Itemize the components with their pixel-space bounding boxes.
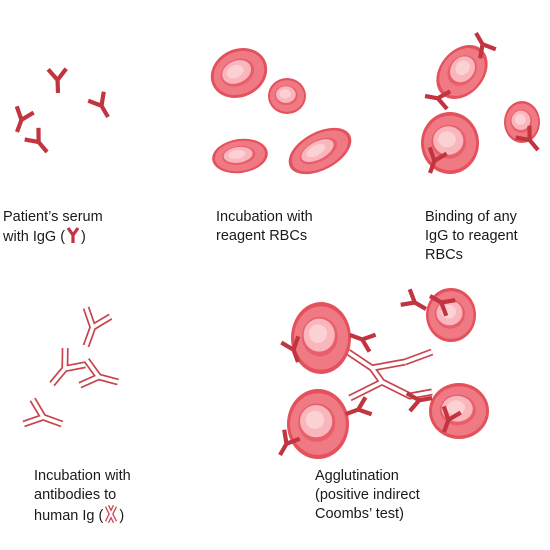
bound-rbc-2 [421,112,479,174]
reagent-rbc-4 [288,127,352,175]
igg-antibody-icon [66,227,80,243]
agg-rbc-4 [429,383,489,439]
caption-agglutination-line-3: Coombs’ test) [315,506,404,522]
reagent-rbc-2 [268,78,306,114]
caption-anti-human: Incubation with antibodies to human Ig (… [34,467,131,526]
bound-rbc-1 [436,45,488,99]
serum-igg-2 [14,105,35,133]
caption-binding-line-1: Binding of any [425,209,517,225]
anti-human-ig-antibody-icon [105,505,118,523]
anti-ig-2 [49,348,86,387]
agg-igg-6 [405,391,433,413]
bound-igg-4 [515,125,540,152]
agg-igg-5 [278,429,301,457]
caption-serum-line-2-text: with IgG ( [3,229,66,245]
caption-anti-human-line-3-text: human Ig ( [34,508,104,524]
caption-serum: Patient’s serum with IgG () [3,208,103,247]
anti-ig-3 [78,358,119,389]
caption-binding-line-2: IgG to reagent [425,228,518,244]
caption-agglutination-line-2: (positive indirect [315,487,420,503]
agglutination-crosslink [346,348,434,402]
caption-incubation-rbcs-line-2: reagent RBCs [216,228,308,244]
caption-anti-human-line-1: Incubation with [34,468,131,484]
agg-igg-4 [345,396,373,417]
agg-igg-3 [400,288,428,311]
caption-binding: Binding of any IgG to reagent RBCs [425,208,518,265]
agg-igg-2 [428,294,456,317]
caption-agglutination-line-1: Agglutination [315,468,399,484]
agg-rbc-1 [291,302,351,374]
agg-igg-1 [349,332,377,353]
bound-igg-3 [427,146,448,174]
agg-igg-7 [441,405,462,433]
bound-igg-1 [474,31,497,59]
caption-anti-human-line-2: antibodies to [34,487,117,503]
agg-rbc-3 [287,389,349,459]
caption-serum-line-1: Patient’s serum [3,209,103,225]
caption-anti-human-line-3: human Ig () [34,505,131,526]
caption-incubation-rbcs-line-1: Incubation with [216,209,313,225]
serum-igg-4 [24,127,49,154]
agg-igg-8 [280,335,301,363]
reagent-rbc-3 [212,138,268,174]
bound-igg-2 [424,89,452,111]
reagent-rbc-1 [210,48,268,98]
anti-ig-1 [82,306,113,348]
caption-serum-suffix: ) [81,229,86,245]
serum-igg-1 [46,67,68,94]
caption-agglutination: Agglutination (positive indirect Coombs’… [315,467,420,524]
caption-incubation-rbcs: Incubation with reagent RBCs [216,208,313,246]
serum-igg-3 [87,91,110,119]
anti-ig-4 [22,397,64,428]
caption-binding-line-3: RBCs [425,247,463,263]
caption-anti-human-suffix: ) [119,508,125,524]
caption-serum-line-2: with IgG () [3,227,103,247]
